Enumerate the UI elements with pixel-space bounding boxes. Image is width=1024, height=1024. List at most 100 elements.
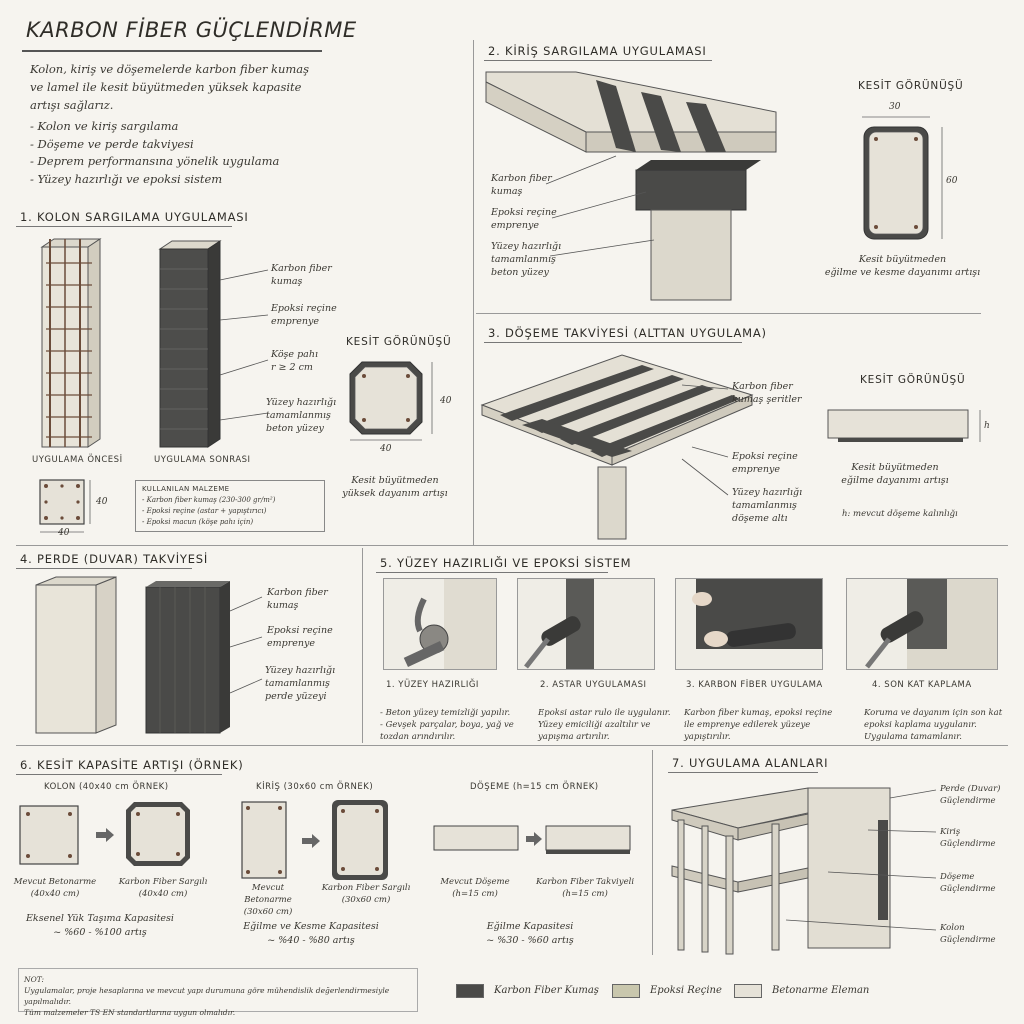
s6-kiris-cap: Eğilme ve Kesme Kapasitesi — [243, 921, 379, 932]
step-2-text: Epoksi astar rulo ile uygulanır.Yüzey em… — [538, 708, 671, 742]
s3-dim-h: h — [984, 421, 990, 431]
step-1-title: 1. YÜZEY HAZIRLIĞI — [386, 680, 479, 690]
divider-s4-s5 — [362, 548, 363, 743]
building-illustration — [671, 787, 937, 955]
materials-item: Epoksi macun (köşe pahı için) — [142, 517, 318, 528]
s1-small-dim-w: 40 — [58, 528, 70, 538]
title-underline — [22, 50, 322, 52]
s2-section-caption: Kesit büyütmeden eğilme ve kesme dayanım… — [824, 254, 981, 278]
s2-section-drawing — [862, 116, 943, 240]
s6-kolon-right: Karbon Fiber Sargılı (40x40 cm) — [118, 877, 208, 899]
column-before-drawing — [40, 238, 102, 448]
s6-kiris-right: Karbon Fiber Sargılı (30x60 cm) — [321, 883, 411, 905]
s1-label-surface: Yüzey hazırlığı tamamlanmış beton yüzey — [266, 397, 337, 434]
s6-doseme-left: Mevcut Döşeme (h=15 cm) — [440, 877, 510, 899]
section-4-rule — [16, 568, 192, 569]
s1-label-carbon: Karbon fiber kumaş — [271, 263, 332, 287]
s6-doseme-cap: Eğilme Kapasitesi — [486, 921, 574, 932]
s4-label-epoxy: Epoksi reçine emprenye — [267, 625, 333, 649]
note-title: NOT: — [24, 975, 44, 984]
section-5-title: 5. YÜZEY HAZIRLIĞI VE EPOKSİ SİSTEM — [380, 556, 632, 570]
s6-kiris-val: ~ %40 - %80 artış — [267, 935, 355, 946]
divider-s2-s3 — [476, 313, 981, 314]
carbon-apply-drawing — [692, 579, 822, 649]
section-2-title: 2. KİRİŞ SARGILAMA UYGULAMASI — [488, 44, 707, 58]
section-3-title: 3. DÖŞEME TAKVİYESİ (ALTTAN UYGULAMA) — [488, 326, 767, 340]
s6-doseme-val: ~ %30 - %60 artış — [486, 935, 574, 946]
s6-kiris-drawing — [241, 800, 388, 880]
s3-label-epoxy: Epoksi reçine emprenye — [732, 451, 798, 475]
s1-after-caption: UYGULAMA SONRASI — [154, 455, 251, 465]
s1-before-caption: UYGULAMA ÖNCESİ — [32, 455, 123, 465]
s3-h-note: h: mevcut döşeme kalınlığı — [842, 509, 958, 519]
step-1-image — [383, 578, 497, 670]
legend-swatch-concrete — [734, 984, 762, 998]
bullet-item: Deprem performansına yönelik uygulama — [30, 153, 280, 171]
intro-bullets: Kolon ve kiriş sargılama Döşeme ve perde… — [30, 118, 280, 189]
s6-kiris-left: Mevcut Betonarme (30x60 cm) — [243, 883, 293, 917]
step-2-title: 2. ASTAR UYGULAMASI — [540, 680, 647, 690]
divider-s6-s7 — [652, 750, 653, 955]
grinder-drawing — [403, 579, 496, 669]
s4-label-carbon: Karbon fiber kumaş — [267, 587, 328, 611]
s3-section-caption: Kesit büyütmeden eğilme dayanımı artışı — [841, 462, 949, 486]
step-2-image — [517, 578, 655, 670]
section-1-title: 1. KOLON SARGILAMA UYGULAMASI — [20, 210, 249, 224]
s6-kolon-head: KOLON (40x40 cm ÖRNEK) — [44, 782, 169, 792]
s1-section-caption: Kesit büyütmeden yüksek dayanım artışı — [342, 475, 448, 499]
legend-label-concrete: Betonarme Eleman — [772, 985, 870, 996]
s7-label-column: Kolon Güçlendirme — [940, 923, 996, 945]
s6-kolon-cap: Eksenel Yük Taşıma Kapasitesi — [26, 913, 174, 924]
s1-section-drawing — [349, 361, 433, 441]
s2-label-carbon: Karbon fiber kumaş — [491, 173, 552, 197]
materials-item: Epoksi reçine (astar + yapıştırıcı) — [142, 506, 318, 517]
s2-label-surface: Yüzey hazırlığı tamamlanmış beton yüzey — [491, 241, 562, 278]
s2-label-epoxy: Epoksi reçine emprenye — [491, 207, 557, 231]
s4-label-surface: Yüzey hazırlığı tamamlanmış perde yüzeyi — [265, 665, 336, 702]
s6-kiris-head: KİRİŞ (30x60 cm ÖRNEK) — [256, 782, 374, 792]
s1-small-dim-h: 40 — [96, 497, 108, 507]
section-2-rule — [484, 60, 712, 61]
step-4-image — [846, 578, 998, 670]
s1-small-section — [39, 479, 91, 533]
s7-label-wall: Perde (Duvar) Güçlendirme — [940, 784, 1001, 806]
s2-dim-h: 60 — [946, 176, 958, 186]
intro-text: Kolon, kiriş ve döşemelerde karbon fiber… — [30, 62, 310, 112]
legend-swatch-carbon — [456, 984, 484, 998]
s1-label-epoxy: Epoksi reçine emprenye — [271, 303, 337, 327]
section-7-rule — [668, 772, 818, 773]
section-4-title: 4. PERDE (DUVAR) TAKVİYESİ — [20, 552, 209, 566]
s2-section-title: KESİT GÖRÜNÜŞÜ — [858, 80, 964, 92]
s1-section-title: KESİT GÖRÜNÜŞÜ — [346, 336, 452, 348]
s1-label-chamfer: Köşe pahı r ≥ 2 cm — [271, 349, 318, 373]
s3-section-drawing — [827, 409, 981, 442]
s1-dim-w: 40 — [380, 444, 392, 454]
section-3-rule — [484, 342, 742, 343]
s2-dim-w: 30 — [889, 102, 901, 112]
bullet-item: Kolon ve kiriş sargılama — [30, 118, 279, 136]
legend-label-carbon: Karbon Fiber Kumaş — [494, 985, 599, 996]
s6-doseme-head: DÖŞEME (h=15 cm ÖRNEK) — [470, 782, 599, 792]
section-1-rule — [16, 226, 232, 227]
section-6-rule — [16, 774, 222, 775]
materials-box: KULLANILAN MALZEME Karbon fiber kumaş (2… — [135, 480, 325, 532]
step-3-image — [675, 578, 823, 670]
legend-label-epoxy: Epoksi Reçine — [650, 985, 722, 996]
bullet-item: Yüzey hazırlığı ve epoksi sistem — [30, 171, 279, 189]
divider-row3 — [16, 745, 1008, 746]
s3-label-carbon: Karbon fiber kumaş şeritler — [732, 381, 802, 405]
section-5-rule — [376, 572, 608, 573]
materials-item: Karbon fiber kumaş (230-300 gr/m²) — [142, 495, 318, 506]
note-box — [18, 968, 418, 1012]
beam-illustration — [485, 71, 777, 301]
s3-label-surface: Yüzey hazırlığı tamamlanmış döşeme altı — [732, 487, 803, 524]
section-7-title: 7. UYGULAMA ALANLARI — [672, 756, 829, 770]
s6-kolon-drawing — [19, 802, 190, 866]
page-title: KARBON FİBER GÜÇLENDİRME — [26, 18, 357, 42]
column-illustrations — [40, 238, 269, 448]
divider-vertical-top — [473, 40, 474, 545]
step-3-title: 3. KARBON FİBER UYGULAMA — [686, 680, 823, 690]
s3-section-title: KESİT GÖRÜNÜŞÜ — [860, 374, 966, 386]
s6-doseme-drawing — [433, 825, 631, 854]
